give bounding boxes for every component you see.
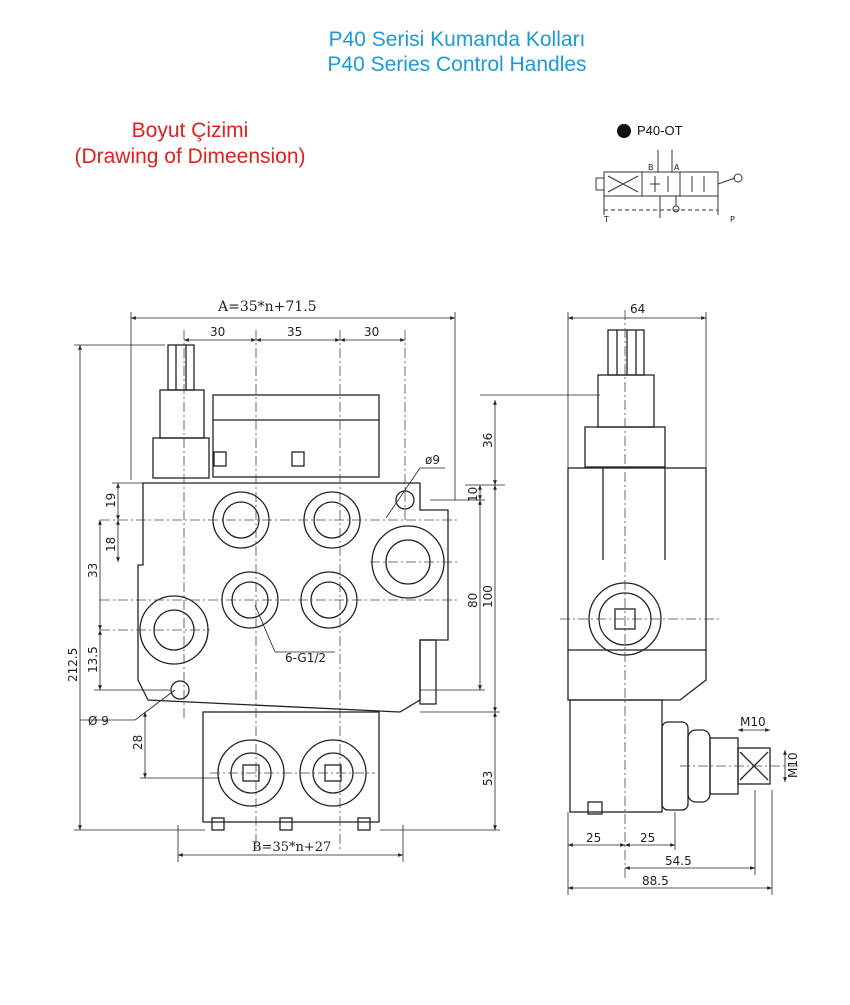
- side-width: 64: [630, 302, 645, 316]
- title-english: P40 Series Control Handles: [327, 53, 587, 76]
- dim-hole-bottom: Ø 9: [88, 714, 109, 728]
- title-turkish: P40 Serisi Kumanda Kolları: [328, 28, 586, 51]
- bullet-icon: [617, 124, 631, 138]
- dim-seg2: 35: [287, 325, 302, 339]
- dim-28: 28: [131, 735, 145, 750]
- side-view-body: [567, 329, 771, 815]
- front-view-body: [137, 344, 449, 831]
- dim-33: 33: [86, 563, 100, 578]
- dim-ports: 6-G1/2: [285, 651, 326, 665]
- side-thread-v: M10: [786, 752, 800, 778]
- dim-10: 10: [466, 487, 480, 502]
- dim-19: 19: [104, 493, 118, 508]
- side-d2: 25: [640, 831, 655, 845]
- dim-18: 18: [104, 537, 118, 552]
- side-d3: 54.5: [665, 854, 692, 868]
- hydraulic-symbol: [595, 150, 743, 218]
- port-p-label: P: [730, 215, 735, 224]
- dim-36: 36: [481, 433, 495, 448]
- dim-80: 80: [466, 593, 480, 608]
- dim-13-5: 13.5: [86, 646, 100, 673]
- side-d1: 25: [586, 831, 601, 845]
- dim-212-5: 212.5: [66, 648, 80, 682]
- dim-bottom-width: B=35*n+27: [252, 840, 331, 855]
- port-a-label: A: [674, 163, 680, 172]
- side-d4: 88.5: [642, 874, 669, 888]
- subtitle-english: (Drawing of Dimeension): [74, 145, 306, 168]
- dim-hole-top: ø9: [425, 453, 440, 467]
- subtitle-turkish: Boyut Çizimi: [131, 119, 249, 142]
- dim-seg3: 30: [364, 325, 379, 339]
- port-b-label: B: [648, 163, 654, 172]
- dim-100: 100: [481, 585, 495, 608]
- dim-53: 53: [481, 771, 495, 786]
- symbol-label: P40-OT: [637, 123, 683, 138]
- side-thread-h: M10: [740, 715, 766, 729]
- dim-seg1: 30: [210, 325, 225, 339]
- port-t-label: T: [603, 215, 609, 224]
- dim-overall-width: A=35*n+71.5: [217, 299, 317, 315]
